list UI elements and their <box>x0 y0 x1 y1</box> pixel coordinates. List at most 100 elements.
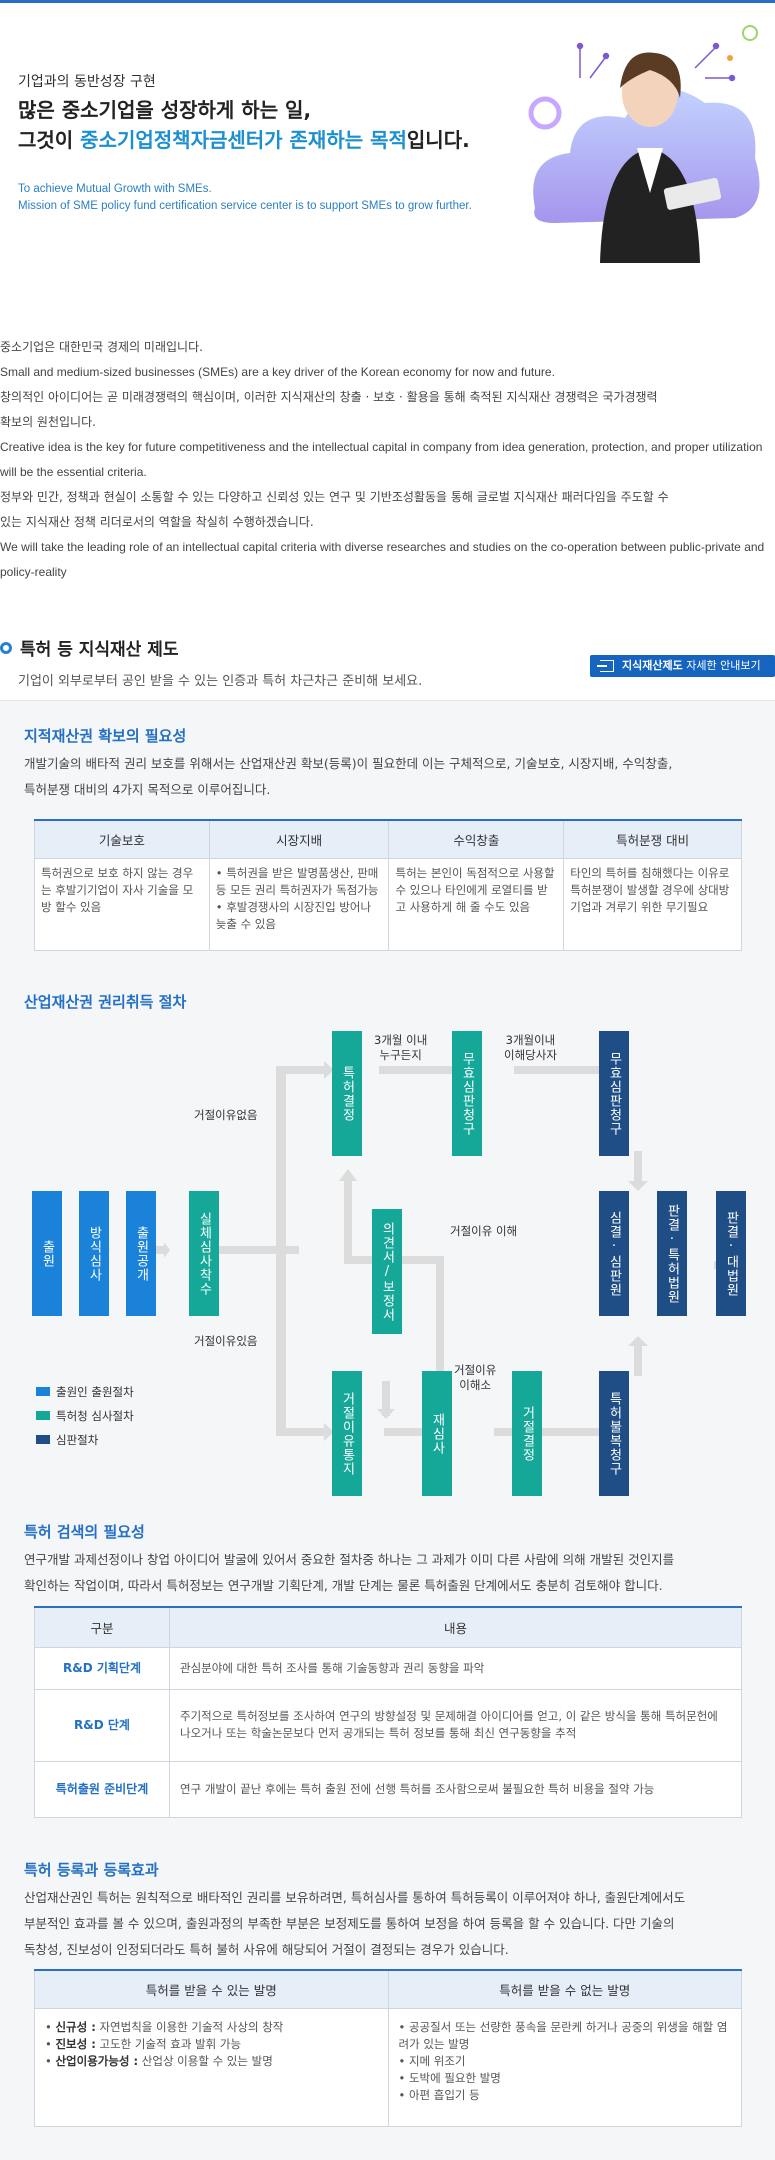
search-text2: 확인하는 작업이며, 따라서 특허정보는 연구개발 기획단계, 개발 단계는 물… <box>24 1578 663 1593</box>
list-item: • 지메 위조기 <box>398 2053 466 2068</box>
legend-office: 특허청 심사절차 <box>36 1408 134 1424</box>
legend-applicant: 출원인 출원절차 <box>36 1384 134 1400</box>
need-cell: • 특허권을 받은 발명품생산, 판매 등 모든 권리 특허권자가 독점가능 •… <box>208 857 390 951</box>
guide-button-bold: 지식재산제도 <box>622 659 683 672</box>
box-grant: 특허결정 <box>332 1031 362 1156</box>
legend-text: 심판절차 <box>56 1433 99 1447</box>
need-cell: 특허는 본인이 독점적으로 사용할 수 있으나 타인에게 로열티를 받고 사용하… <box>388 857 565 951</box>
intro-p2a: 창의적인 아이디어는 곧 미래경쟁력의 핵심이며, 이러한 지식재산의 창출 ·… <box>0 390 658 404</box>
search-text: 연구개발 과제선정이나 창업 아이디어 발굴에 있어서 중요한 절차중 하나는 … <box>24 1547 764 1599</box>
hero-headline: 많은 중소기업을 성장하게 하는 일, 그것이 중소기업정책자금센터가 존재하는… <box>18 95 470 155</box>
label-not-resolved: 거절이유 이해소 <box>454 1363 497 1392</box>
need-table: 기술보호 시장지배 수익창출 특허분쟁 대비 특허권으로 보호 하지 않는 경우… <box>34 819 742 951</box>
need-title: 지적재산권 확보의 필요성 <box>24 727 187 745</box>
hero-line2: 그것이 중소기업정책자금센터가 존재하는 목적입니다. <box>18 125 470 155</box>
intro-p3-en-a: We will take the leading role of an inte… <box>0 540 765 554</box>
procedure-title: 산업재산권 권리취득 절차 <box>24 993 187 1011</box>
search-row-value: 연구 개발이 끝난 후에는 특허 출원 전에 선행 특허를 조사함으로써 불필요… <box>169 1760 742 1818</box>
can-term: 산업이용가능성 : <box>55 2053 139 2068</box>
intro-p3a: 정부와 민간, 정책과 현실이 소통할 수 있는 다양하고 신뢰성 있는 연구 … <box>0 490 669 504</box>
legend-swatch-teal <box>36 1411 50 1420</box>
search-row-key: R&D 단계 <box>34 1688 170 1762</box>
intro-p3b: 있는 지식재산 정책 리더로서의 역할을 착실히 수행하겠습니다. <box>0 515 314 529</box>
list-item: • 아편 흡입기 등 <box>398 2087 480 2102</box>
need-cell: 특허권으로 보호 하지 않는 경우는 후발기기업이 자사 기술을 모방 할수 있… <box>34 857 210 951</box>
can-desc: 고도한 기술적 효과 발휘 가능 <box>95 2036 242 2051</box>
intro-p1: 중소기업은 대한민국 경제의 미래입니다. <box>0 340 203 354</box>
search-row-value: 관심분야에 대한 특허 조사를 통해 기술동향과 권리 동향을 파악 <box>169 1646 742 1690</box>
need-cell: 타인의 특허를 침해했다는 이유로 특허분쟁이 발생할 경우에 상대방 기업과 … <box>563 857 742 951</box>
label-3months-interested: 3개월이내 이해당사자 <box>504 1033 557 1062</box>
search-row-key: R&D 기획단계 <box>34 1646 170 1690</box>
table-row: R&D 기획단계 관심분야에 대한 특허 조사를 통해 기술동향과 권리 동향을… <box>34 1646 742 1690</box>
list-item: • 진보성 : 고도한 기술적 효과 발휘 가능 <box>45 2036 242 2051</box>
table-row: R&D 단계 주기적으로 특허정보를 조사하여 연구의 방향설정 및 문제해결 … <box>34 1688 742 1762</box>
box-apply: 출원 <box>32 1191 62 1316</box>
need-header: 시장지배 <box>208 819 390 859</box>
can-term: 신규성 : <box>55 2019 96 2034</box>
legend-swatch-blue <box>36 1387 50 1396</box>
hero-en1: To achieve Mutual Growth with SMEs. <box>18 183 212 195</box>
can-term: 진보성 : <box>55 2036 96 2051</box>
need-header: 수익창출 <box>388 819 565 859</box>
hero-line2-pre: 그것이 <box>18 128 81 152</box>
content-panel: 지적재산권 확보의 필요성 개발기술의 배타적 권리 보호를 위해서는 산업재산… <box>0 700 775 2160</box>
procedure-diagram: 출원 방식심사 출원공개 실체심사착수 특허결정 무효심판청구 무효심판청구 의… <box>24 1001 774 1496</box>
hero-english: To achieve Mutual Growth with SMEs. Miss… <box>18 181 472 215</box>
box-appeal-request: 특허불복청구 <box>599 1371 629 1496</box>
hero-line1: 많은 중소기업을 성장하게 하는 일, <box>18 98 312 122</box>
legend-swatch-navy <box>36 1435 50 1444</box>
hero-line2-post: 입니다. <box>406 128 470 152</box>
can-desc: 산업상 이용할 수 있는 발명 <box>138 2053 273 2068</box>
label-has-reason: 거절이유있음 <box>194 1334 258 1348</box>
hero-banner: 기업과의 동반성장 구현 많은 중소기업을 성장하게 하는 일, 그것이 중소기… <box>0 0 775 265</box>
hero-illustration <box>528 25 760 263</box>
table-row: 특허출원 준비단계 연구 개발이 끝난 후에는 특허 출원 전에 선행 특허를 … <box>34 1760 742 1818</box>
box-exam-start: 실체심사착수 <box>189 1191 219 1316</box>
need-text2: 특허분쟁 대비의 4가지 목적으로 이루어집니다. <box>24 782 271 797</box>
search-header: 구분 <box>34 1606 170 1648</box>
search-header: 내용 <box>169 1606 742 1648</box>
registration-table: 특허를 받을 수 있는 발명 특허를 받을 수 없는 발명 • 신규성 : 자연… <box>34 1969 742 2127</box>
intro-p2b: 확보의 원천입니다. <box>0 415 96 429</box>
registration-text3: 독창성, 진보성이 인정되더라도 특허 불허 사유에 해당되어 거절이 결정되는… <box>24 1942 509 1957</box>
legend-trial: 심판절차 <box>36 1432 98 1448</box>
search-row-key: 특허출원 준비단계 <box>34 1760 170 1818</box>
box-reexam: 재심사 <box>422 1371 452 1496</box>
list-item: • 도박에 필요한 발명 <box>398 2070 501 2085</box>
box-formal-exam: 방식심사 <box>79 1191 109 1316</box>
need-text: 개발기술의 배타적 권리 보호를 위해서는 산업재산권 확보(등록)이 필요한데… <box>24 751 764 803</box>
intro-p1-en: Small and medium-sized businesses (SMEs)… <box>0 365 555 379</box>
search-title: 특허 검색의 필요성 <box>24 1523 145 1541</box>
intro-p2-en-a: Creative idea is the key for future comp… <box>0 440 763 454</box>
guide-button[interactable]: 지식재산제도 자세한 안내보기 <box>590 655 775 677</box>
label-resolved: 거절이유 이해 <box>450 1224 518 1238</box>
legend-text: 출원인 출원절차 <box>56 1385 134 1399</box>
need-text1: 개발기술의 배타적 권리 보호를 위해서는 산업재산권 확보(등록)이 필요한데… <box>24 756 673 771</box>
registration-text: 산업재산권인 특허는 원칙적으로 배타적인 권리를 보유하려면, 특허심사를 통… <box>24 1885 764 1963</box>
section-title-text: 특허 등 지식재산 제도 <box>20 640 179 660</box>
search-row-value: 주기적으로 특허정보를 조사하여 연구의 방향설정 및 문제해결 아이디어를 얻… <box>169 1688 742 1762</box>
section-title: 특허 등 지식재산 제도 <box>0 635 179 660</box>
can-desc: 자연법칙을 이용한 기술적 사상의 창작 <box>95 2019 284 2034</box>
box-publish: 출원공개 <box>126 1191 156 1316</box>
hero-line2-highlight: 중소기업정책자금센터가 존재하는 목적 <box>80 128 407 152</box>
box-reject-notice: 거절이유통지 <box>332 1371 362 1496</box>
need-header: 기술보호 <box>34 819 210 859</box>
registration-header: 특허를 받을 수 없는 발명 <box>387 1969 742 2009</box>
list-item: • 산업이용가능성 : 산업상 이용할 수 있는 발명 <box>45 2053 273 2068</box>
list-item: • 신규성 : 자연법칙을 이용한 기술적 사상의 창작 <box>45 2019 284 2034</box>
bullet-circle-icon <box>0 642 12 654</box>
box-supreme-court: 판결·대법원 <box>716 1191 746 1316</box>
registration-cannot-cell: • 공공질서 또는 선량한 풍속을 문란케 하거나 공중의 위생을 해할 염려가… <box>387 2007 742 2127</box>
hero-en2: Mission of SME policy fund certification… <box>18 200 472 212</box>
registration-text2: 부분적인 효과를 볼 수 있으며, 출원과정의 부족한 부분은 보정제도를 통하… <box>24 1916 675 1931</box>
intro-p2-en-b: will be the essential criteria. <box>0 465 147 479</box>
registration-can-cell: • 신규성 : 자연법칙을 이용한 기술적 사상의 창작 • 진보성 : 고도한… <box>34 2007 389 2127</box>
box-reject-decision: 거절결정 <box>512 1371 542 1496</box>
registration-header: 특허를 받을 수 있는 발명 <box>34 1969 389 2009</box>
registration-text1: 산업재산권인 특허는 원칙적으로 배타적인 권리를 보유하려면, 특허심사를 통… <box>24 1890 686 1905</box>
registration-title: 특허 등록과 등록효과 <box>24 1861 159 1879</box>
box-invalid-trial-1: 무효심판청구 <box>452 1031 482 1156</box>
exit-arrow-icon <box>597 660 614 672</box>
